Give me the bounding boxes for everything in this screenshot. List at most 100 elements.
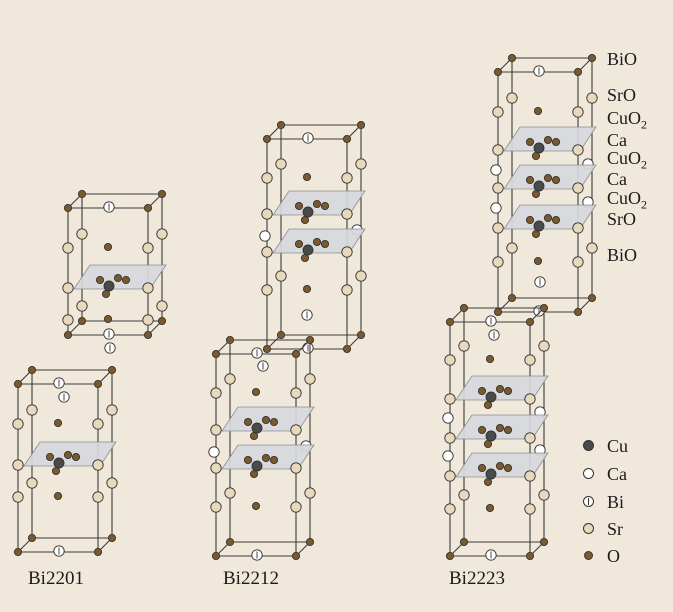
o-atom [13, 379, 23, 389]
layer-label-bio-bottom: BiO [607, 245, 638, 265]
o-atom [483, 439, 493, 449]
cu-atom [53, 457, 65, 469]
o-atom [63, 450, 73, 460]
o-atom [300, 253, 310, 263]
o-atom [533, 256, 543, 266]
sr-atom [355, 158, 367, 170]
layer-label-cuo2-1: CuO2 [607, 108, 648, 132]
o-atom [251, 501, 261, 511]
sr-atom [586, 242, 598, 254]
o-atom [573, 307, 583, 317]
o-atom [269, 417, 279, 427]
cu-atom [485, 468, 497, 480]
legend-label-sr: Sr [607, 519, 624, 539]
o-atom [539, 303, 549, 313]
caption-bi2201: Bi2201 [28, 568, 84, 589]
sr-atom [290, 501, 302, 513]
o-atom [342, 344, 352, 354]
sr-atom [142, 282, 154, 294]
layer-label-sro-bottom: SrO [607, 209, 637, 229]
o-atom [342, 134, 352, 144]
o-atom [249, 431, 259, 441]
sr-atom [290, 462, 302, 474]
cu-atom [251, 422, 263, 434]
cu-atom [485, 430, 497, 442]
sr-atom [444, 354, 456, 366]
sr-atom [444, 432, 456, 444]
sr-atom [12, 418, 24, 430]
o-atom [459, 537, 469, 547]
o-atom [531, 229, 541, 239]
o-atom [531, 189, 541, 199]
sr-atom [458, 340, 470, 352]
o-atom [525, 317, 535, 327]
o-atom [302, 284, 312, 294]
o-atom [495, 461, 505, 471]
sr-atom [106, 477, 118, 489]
sr-atom [506, 242, 518, 254]
o-atom [459, 303, 469, 313]
sr-atom [210, 501, 222, 513]
o-atom [27, 365, 37, 375]
sr-atom [261, 246, 273, 258]
o-atom [477, 386, 487, 396]
cu-atom [533, 220, 545, 232]
o-atom [107, 533, 117, 543]
o-atom [300, 215, 310, 225]
legend-label-ca: Ca [607, 464, 627, 484]
sr-atom [26, 477, 38, 489]
o-atom [225, 335, 235, 345]
o-atom [533, 106, 543, 116]
sr-atom [304, 373, 316, 385]
sr-atom [524, 393, 536, 405]
o-atom [507, 293, 517, 303]
sr-atom [261, 284, 273, 296]
o-atom [121, 275, 131, 285]
o-atom [587, 293, 597, 303]
o-atom [493, 67, 503, 77]
cu-atom [485, 391, 497, 403]
sr-atom [444, 393, 456, 405]
o-atom [587, 53, 597, 63]
layer-label-ca-2: Ca [607, 169, 627, 189]
o-atom [27, 533, 37, 543]
caption-bi2223: Bi2223 [449, 568, 505, 589]
caption-bi2212: Bi2212 [223, 568, 279, 589]
o-atom [525, 215, 535, 225]
layer-label-sro-top: SrO [607, 85, 637, 105]
o-atom [53, 491, 63, 501]
sr-atom [444, 470, 456, 482]
sr-atom [275, 158, 287, 170]
o-atom [312, 237, 322, 247]
o-atom [103, 314, 113, 324]
o-atom [551, 137, 561, 147]
cu-atom-icon [583, 440, 594, 451]
o-atom [525, 137, 535, 147]
o-atom [445, 317, 455, 327]
o-atom [477, 463, 487, 473]
o-atom [495, 423, 505, 433]
sr-atom [524, 470, 536, 482]
sr-atom [524, 354, 536, 366]
o-atom [63, 330, 73, 340]
sr-atom [458, 489, 470, 501]
legend-label-o: O [607, 546, 620, 566]
sr-atom-icon [583, 523, 594, 534]
sr-atom [290, 424, 302, 436]
o-atom [291, 551, 301, 561]
layer-label-cuo2-3: CuO2 [607, 188, 648, 212]
o-atom [103, 242, 113, 252]
o-atom [495, 384, 505, 394]
o-atom [525, 551, 535, 561]
o-atom [13, 547, 23, 557]
sr-atom [492, 222, 504, 234]
o-atom [551, 175, 561, 185]
o-atom [93, 547, 103, 557]
o-atom [320, 201, 330, 211]
sr-atom [572, 182, 584, 194]
o-atom [551, 215, 561, 225]
sr-atom [304, 487, 316, 499]
o-atom [320, 239, 330, 249]
sr-atom [261, 172, 273, 184]
